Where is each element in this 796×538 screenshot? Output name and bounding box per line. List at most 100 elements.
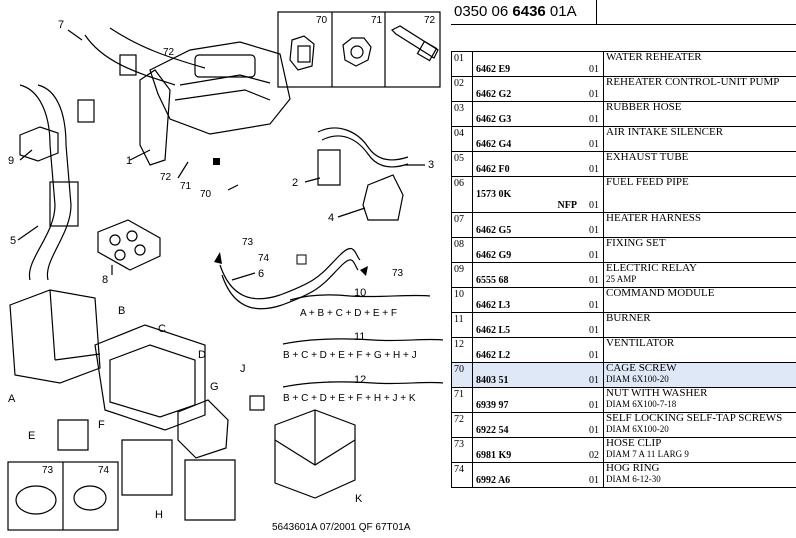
callout-8: 8 [102,274,108,286]
row-number: 73 [451,437,473,463]
callout-73-a: 73 [242,237,254,248]
part-title: CAGE SCREW [606,362,677,374]
formula-10: A + B + C + D + E + F [300,308,397,319]
row-description: HEATER HARNESS [603,212,796,238]
part-quantity: 01 [589,275,599,286]
formula-11: B + C + D + E + F + G + H + J [283,350,417,361]
part-quantity: 01 [589,164,599,175]
part-title: EXHAUST TUBE [606,151,689,163]
callout-b: B [118,305,125,317]
callout-9: 9 [8,155,14,167]
relay-icon [19,126,59,162]
callout-d: D [198,349,206,361]
part-subtitle: DIAM 6X100-7-18 [606,399,677,409]
inset-label-72: 72 [424,15,436,26]
part-title: BURNER [606,312,651,324]
self-tap-screw-icon [390,25,439,59]
part-quantity: 01 [589,64,599,75]
row-description: WATER REHEATER [603,51,796,77]
inset-label-73: 73 [42,465,54,476]
callout-7: 7 [58,19,64,31]
part-reference: 6462 L5 [476,325,511,336]
part-title: HOSE CLIP [606,437,662,449]
part-title: COMMAND MODULE [606,287,715,299]
part-reference: 6462 G5 [476,225,512,236]
fixing-set-icon [97,219,161,271]
arrow-73-b-icon [360,266,368,276]
ref-bold: 6436 [512,3,546,20]
diagram-footer: 5643601A 07/2001 QF 67T01A [272,522,411,533]
part-reference: 8403 51 [476,375,509,386]
row-description: RUBBER HOSE [603,101,796,127]
arrow-73-a-icon [214,252,222,264]
part-title: ELECTRIC RELAY [606,262,697,274]
part-quantity: 01 [589,139,599,150]
rubber-hose-icon [317,127,409,161]
exhaust-tube-icon [19,84,72,281]
part-subtitle: DIAM 6X100-20 [606,374,669,384]
inset-box-70-72 [277,11,441,88]
heater-harness-icon [84,27,206,86]
row-number: 12 [451,337,473,363]
part-subtitle: DIAM 7 A 11 LARG 9 [606,449,689,459]
row-description: EXHAUST TUBE [603,151,796,177]
part-title: FIXING SET [606,237,666,249]
part-reference: 6922 54 [476,425,509,436]
part-quantity: 01 [589,375,599,386]
inset-label-70: 70 [316,15,328,26]
row-number: 08 [451,237,473,263]
part-reference: 6462 G9 [476,250,512,261]
callout-3: 3 [428,159,434,171]
cage-screw-clip-icon [289,35,315,71]
row-number: 05 [451,151,473,177]
part-reference: 6981 K9 [476,450,512,461]
row-number: 71 [451,387,473,413]
row-description: BURNER [603,312,796,338]
row-number: 01 [451,51,473,77]
callout-12: 12 [354,374,366,386]
callout-j: J [240,363,246,375]
reference-number: 0350 06 6436 01A [454,3,577,20]
part-quantity: 01 [589,89,599,100]
row-number: 02 [451,76,473,102]
row-ref-cell: 6462 G9 01 [472,237,604,263]
part-quantity: 01 [589,250,599,261]
burner-g-icon [177,399,229,459]
part-quantity: 01 [589,350,599,361]
callout-73-b: 73 [392,268,404,279]
row-number: 06 [451,176,473,213]
callout-72-mid: 72 [160,172,172,183]
part-title: REHEATER CONTROL-UNIT PUMP [606,76,780,88]
callout-k: K [355,493,363,505]
part-title: FUEL FEED PIPE [606,176,689,188]
row-ref-cell: 8403 51 01 [472,362,604,388]
part-quantity: 01 [589,200,599,211]
row-description: FUEL FEED PIPE [603,176,796,213]
marker-71-icon [213,158,220,165]
bag-e-icon [57,419,89,451]
